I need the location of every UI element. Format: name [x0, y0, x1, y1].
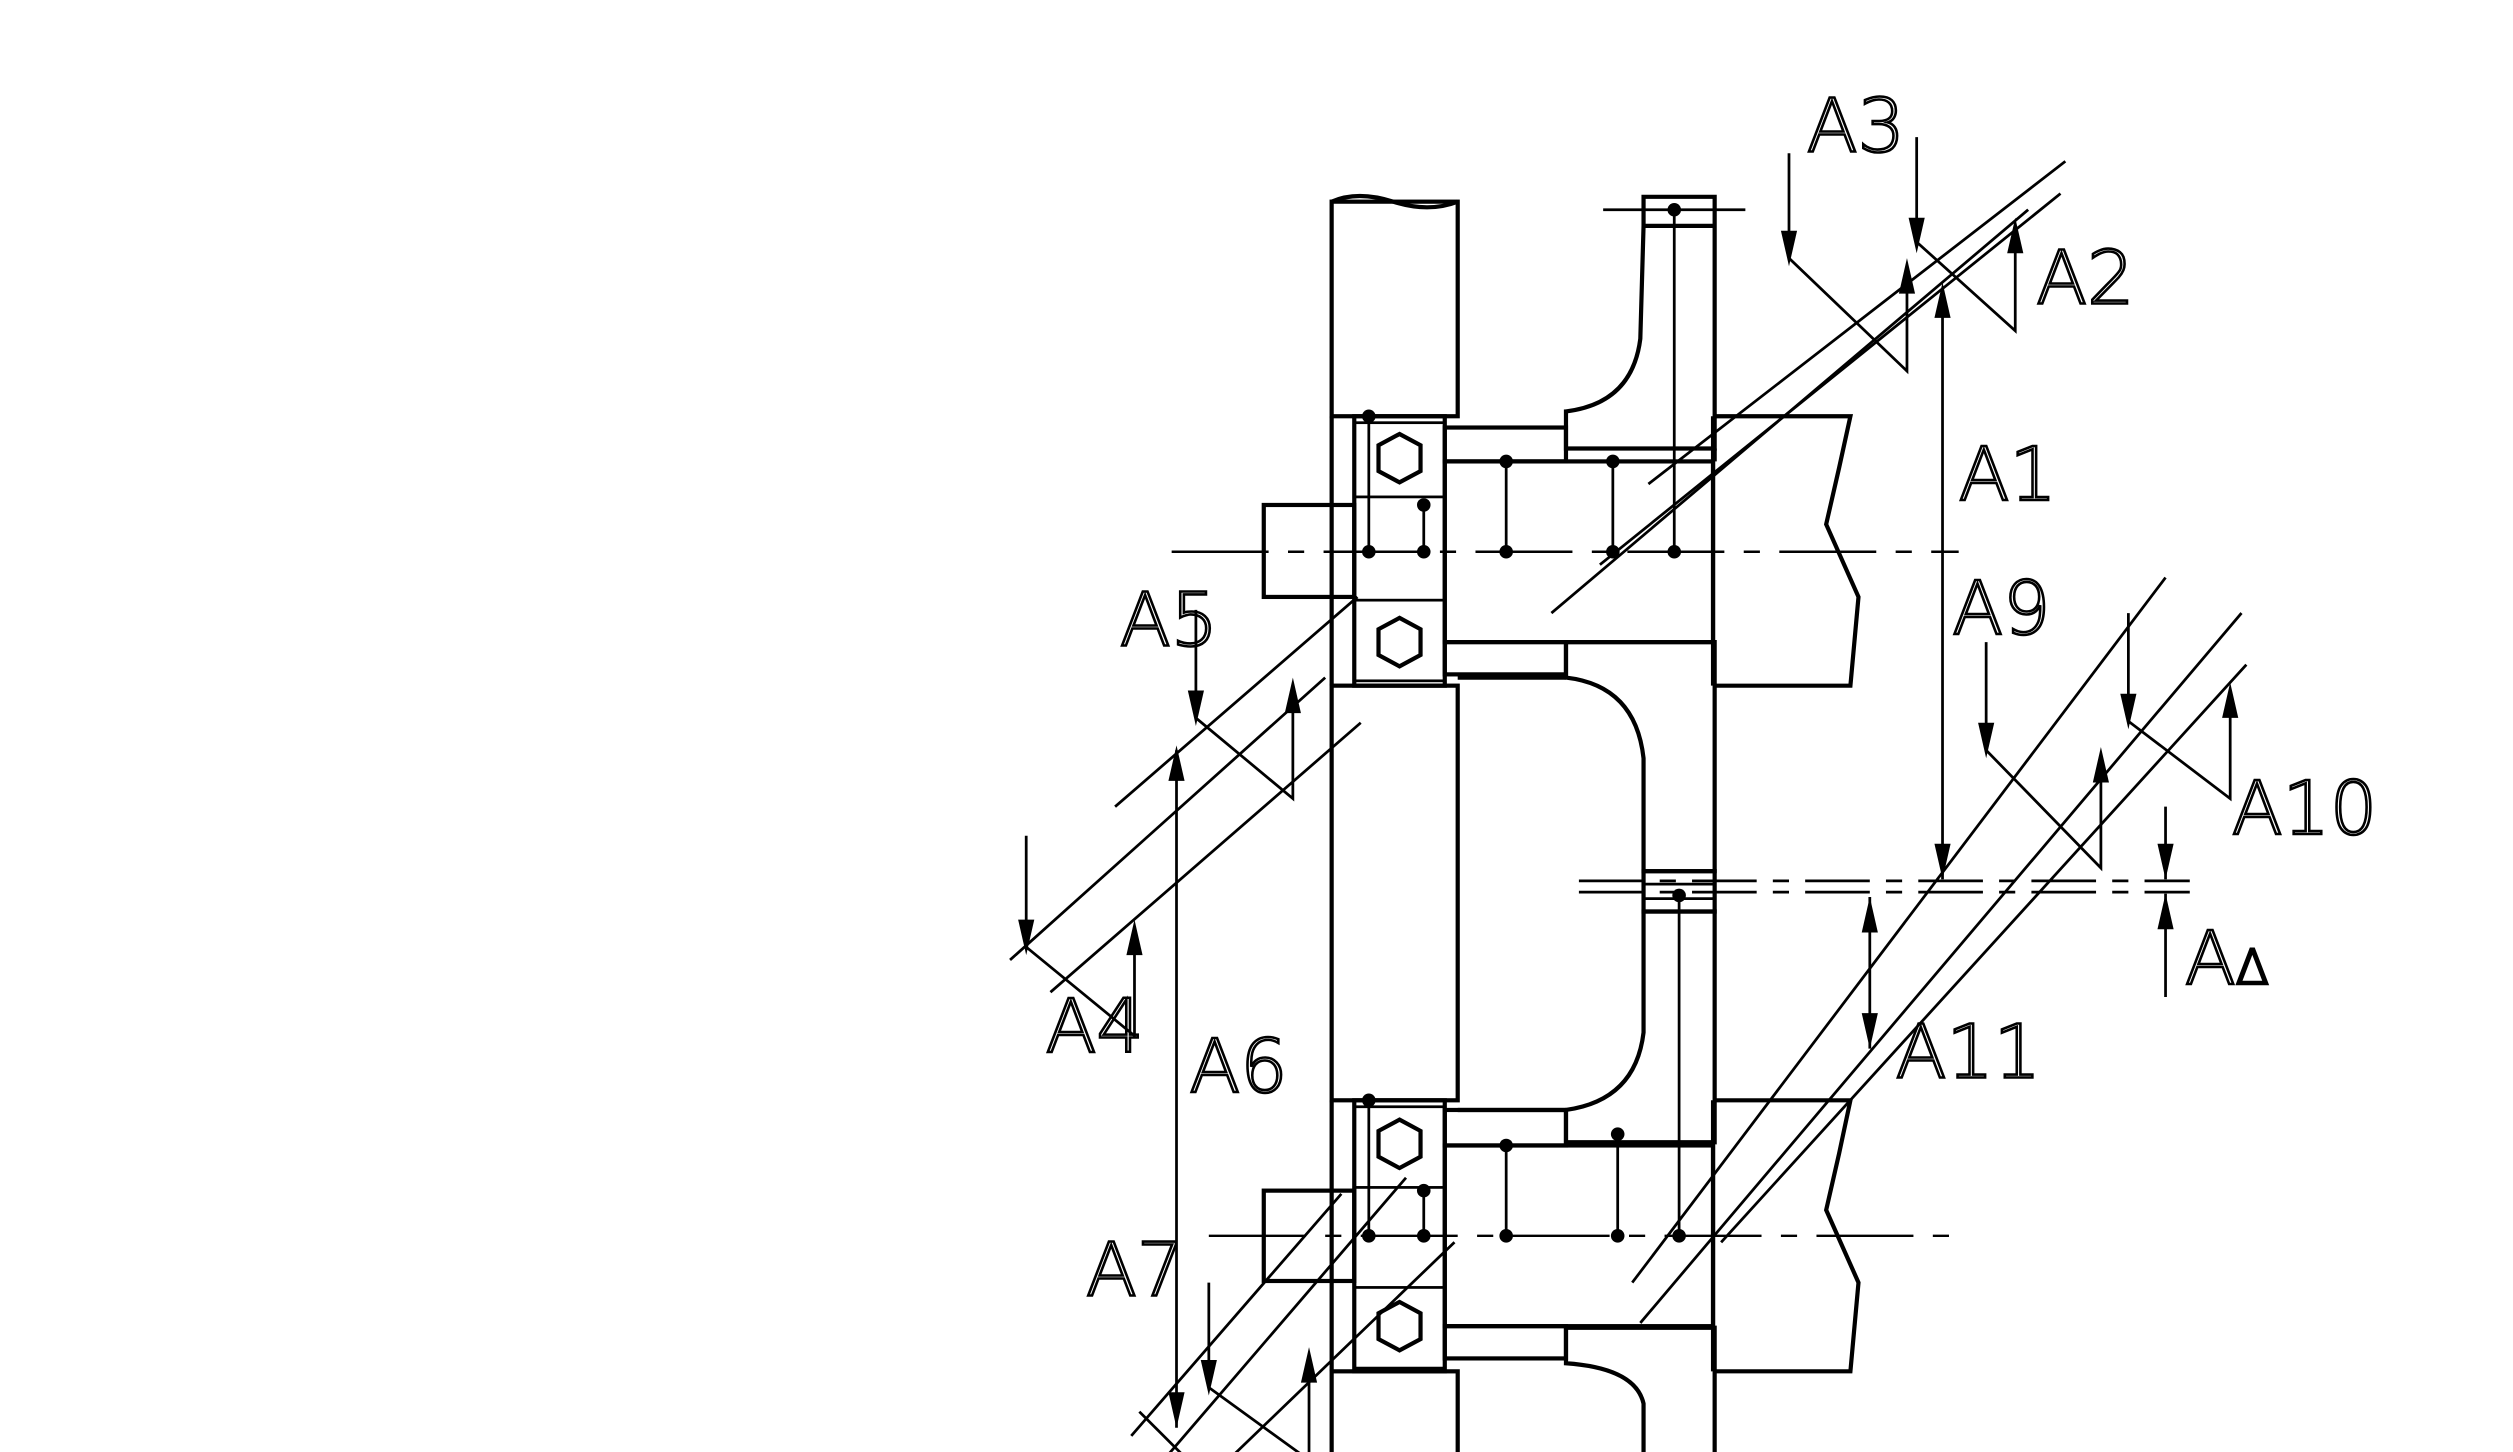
label-A7: A7 [1086, 1227, 1184, 1314]
upper-spacer-sleeve-lower [1442, 640, 1569, 677]
dimension-labels: A3 A2 A1 A9 A10 AΔ A11 A5 A4 A6 A7 [1044, 81, 2378, 1314]
label-A-delta: AΔ [2185, 915, 2269, 1002]
lower-spacer-sleeve-lower [1442, 1324, 1569, 1361]
dimension-arrowheads [1018, 217, 2239, 1428]
dimension-leaders [1024, 137, 2232, 1452]
label-A1: A1 [1959, 431, 2057, 518]
label-A10: A10 [2232, 765, 2377, 852]
chain-dots [1362, 202, 1686, 1243]
closing-link-lines [1578, 879, 2190, 894]
label-A2: A2 [2036, 234, 2134, 321]
housing-wall-left [1329, 193, 1460, 1452]
diagonal-extension-lines [1009, 160, 2248, 1452]
label-A9: A9 [1952, 565, 2050, 652]
label-A5: A5 [1120, 576, 1218, 663]
label-A3: A3 [1807, 83, 1905, 170]
gear-body [1457, 194, 1746, 1452]
label-A6: A6 [1189, 1023, 1287, 1110]
label-A4: A4 [1046, 983, 1144, 1070]
label-A-delta-main: A [2185, 915, 2236, 1002]
chain-connectors [1367, 416, 1681, 1236]
label-A11: A11 [1896, 1009, 2041, 1096]
label-A-delta-sub: Δ [2236, 940, 2269, 996]
